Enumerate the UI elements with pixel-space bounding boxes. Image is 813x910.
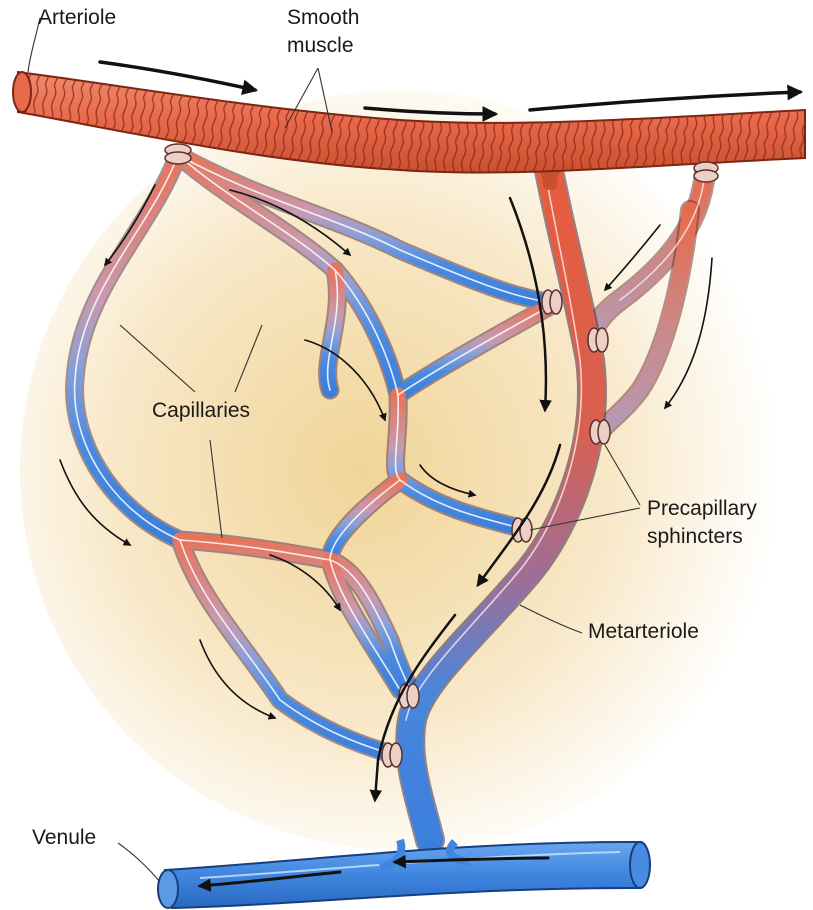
sphincter-top-right bbox=[694, 162, 718, 182]
flow-arrow-arteriole-1 bbox=[100, 62, 255, 90]
sphincter-right-1 bbox=[588, 328, 608, 352]
leader-venule bbox=[118, 843, 160, 882]
arteriole-vessel bbox=[13, 72, 805, 173]
venule-vessel bbox=[158, 840, 650, 908]
sphincter-lower-1 bbox=[399, 684, 419, 708]
precapillary-sphincters-label-line2: sphincters bbox=[647, 525, 743, 549]
sphincter-lower-2 bbox=[382, 743, 402, 767]
flow-arrow-arteriole-3 bbox=[530, 92, 800, 110]
capillaries-label: Capillaries bbox=[152, 399, 250, 423]
arteriole-label: Arteriole bbox=[38, 6, 116, 30]
sphincter-right-2 bbox=[590, 420, 610, 444]
smooth-muscle-label-line2: muscle bbox=[287, 34, 354, 58]
sphincter-top-left bbox=[165, 144, 191, 164]
sphincter-upper-cap bbox=[542, 290, 562, 314]
smooth-muscle-label-line1: Smooth bbox=[287, 6, 359, 30]
metarteriole-label: Metarteriole bbox=[588, 620, 699, 644]
venule-label: Venule bbox=[32, 826, 96, 850]
precapillary-sphincters-label-line1: Precapillary bbox=[647, 497, 757, 521]
